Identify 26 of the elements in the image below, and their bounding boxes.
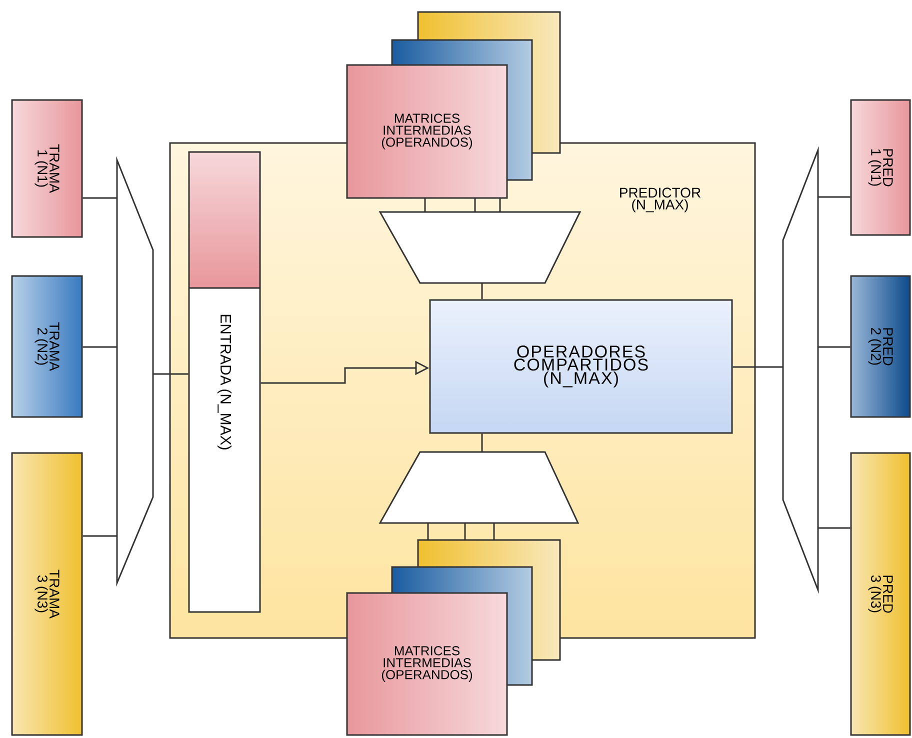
connector-line [464, 523, 466, 540]
connector-line [481, 283, 483, 300]
connector-line [82, 535, 117, 537]
connector-line [424, 198, 426, 212]
input-buffer: ENTRADA (N_MAX) [188, 151, 261, 613]
connector-line [474, 198, 476, 212]
input-box: TRAMA 1 (N1) [11, 99, 83, 238]
matrix-stack: MATRICES INTERMEDIAS (OPERANDOS) [346, 539, 561, 736]
connector-line [153, 373, 188, 375]
connector-line [427, 523, 429, 540]
output-box: PRED 3 (N3) [850, 452, 911, 736]
connector-line [493, 523, 495, 540]
input-box: TRAMA 2 (N2) [11, 275, 83, 418]
connector-line [82, 197, 117, 199]
operator-box: OPERADORES COMPARTIDOS (N_MAX) [429, 299, 733, 434]
connector-line [818, 527, 850, 529]
output-box: PRED 2 (N2) [850, 275, 911, 418]
matrix-stack: MATRICES INTERMEDIAS (OPERANDOS) [346, 11, 561, 199]
output-box: PRED 1 (N1) [850, 99, 911, 236]
connector-line [818, 196, 850, 198]
connector-line [818, 346, 850, 348]
connector-line [732, 366, 783, 368]
input-box: TRAMA 3 (N3) [11, 452, 83, 736]
connector-line [82, 346, 117, 348]
connector-line [499, 198, 501, 212]
connector-line [481, 434, 483, 452]
